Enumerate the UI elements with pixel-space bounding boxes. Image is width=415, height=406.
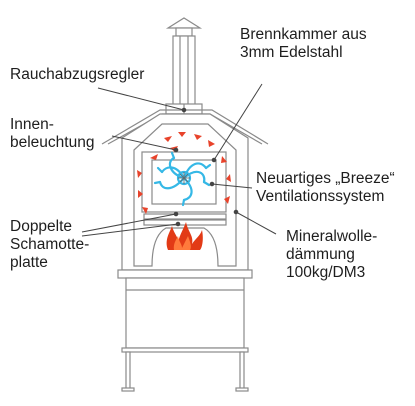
airflow-arrow-icon (226, 174, 231, 182)
airflow-arrow-icon (142, 207, 148, 214)
label-line: Brennkammer aus (240, 26, 367, 43)
airflow-arrow-icon (194, 134, 202, 140)
label-line: Neuartiges „Breeze“ (256, 170, 395, 187)
label-line: platte (10, 254, 48, 271)
airflow-arrow-icon (178, 132, 186, 137)
chimney (165, 17, 203, 109)
fan-center-icon (178, 172, 190, 184)
leader-firebrick-2 (81, 223, 179, 237)
airflow-arrow-icon (208, 140, 215, 147)
leader-flue-regulator (97, 87, 185, 111)
label-interior-lighting: Innen- beleuchtung (10, 116, 94, 152)
airflow-arrow-icon (150, 154, 158, 160)
label-ventilation: Neuartiges „Breeze“ Ventilationssystem (256, 170, 395, 206)
leader-firebrick-1 (81, 213, 177, 233)
label-line: 100kg/DM3 (286, 264, 366, 281)
label-line: Doppelte (10, 218, 73, 235)
label-line: Mineralwolle- (286, 228, 378, 245)
airflow-arrow-icon (137, 170, 142, 178)
label-line: Schamotte- (10, 236, 90, 253)
leader-lines (81, 83, 277, 237)
label-line: Rauchabzugsregler (10, 66, 145, 83)
flame-icon (166, 222, 203, 250)
leader-interior-lighting (111, 135, 177, 151)
label-line: 3mm Edelstahl (240, 44, 343, 61)
airflow-arrow-icon (224, 196, 230, 204)
label-line: Ventilationssystem (256, 188, 385, 205)
airflow-arrow-icon (164, 136, 172, 142)
label-line: Innen- (10, 116, 54, 133)
oven-stand (117, 269, 253, 392)
airflow-arrow-icon (221, 156, 227, 163)
label-firebrick: Doppelte Schamotte- platte (10, 218, 89, 272)
label-line: dämmung (286, 246, 355, 263)
leader-combustion-chamber (213, 83, 263, 161)
leader-ventilation (211, 183, 253, 189)
label-insulation: Mineralwolle- dämmung 100kg/DM3 (286, 228, 377, 282)
label-line: beleuchtung (10, 134, 95, 151)
airflow-arrow-icon (138, 190, 143, 198)
label-flue-regulator: Rauchabzugsregler (10, 66, 144, 84)
firebrick-plates (143, 213, 227, 226)
leader-insulation (235, 211, 277, 235)
label-combustion-chamber: Brennkammer aus 3mm Edelstahl (240, 26, 367, 62)
